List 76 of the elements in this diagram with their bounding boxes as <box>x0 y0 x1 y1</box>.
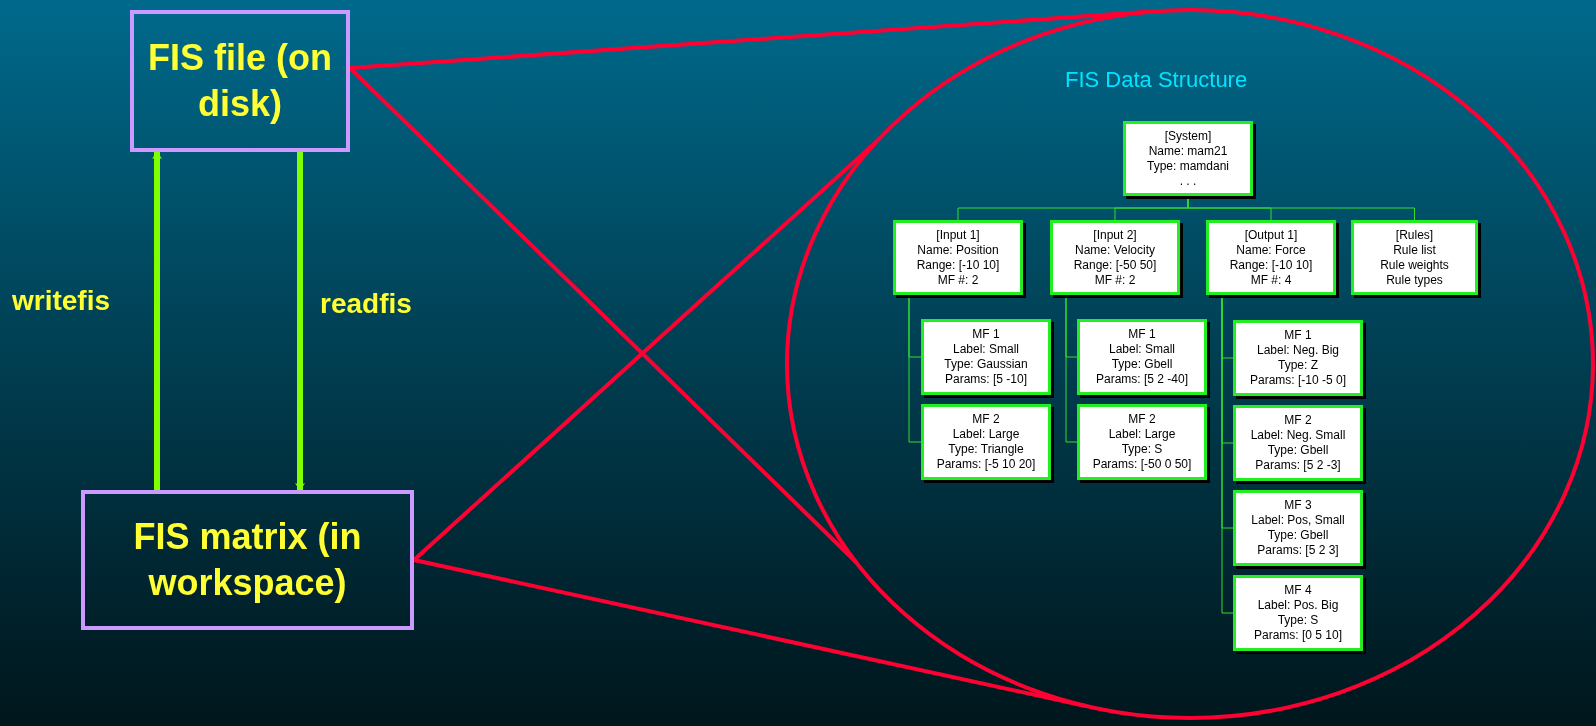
box-text: Name: Velocity <box>1074 242 1155 258</box>
box-text: MF 2 <box>972 412 1000 427</box>
box-text: Label: Large <box>952 427 1020 442</box>
box-text: [Input 2] <box>1093 227 1137 243</box>
tree-box <box>921 404 1051 480</box>
tree-box <box>1233 490 1363 566</box>
tree-box <box>893 220 1023 295</box>
box-text: MF #: 4 <box>1250 272 1292 288</box>
box-title: FIS matrix (in workspace) <box>132 515 363 605</box>
box-text: Name: Position <box>917 242 999 258</box>
zoom-ellipse <box>785 8 1595 720</box>
box-text: Type: S <box>1277 613 1319 628</box>
box-text: Rule types <box>1386 272 1443 288</box>
box-text: Label: Small <box>952 342 1019 357</box>
box-text: MF 1 <box>1128 327 1156 342</box>
box-text: Type: S <box>1121 442 1163 457</box>
tree-box <box>1077 319 1207 395</box>
box-text: Type: Z <box>1278 358 1318 373</box>
box-text: Range: [-10 10] <box>916 257 1000 273</box>
arrow <box>152 151 162 490</box>
box-text: [Rules] <box>1395 227 1434 243</box>
box-text: MF 1 <box>1284 328 1312 343</box>
tree-box <box>1233 405 1363 481</box>
box-text: MF 4 <box>1284 583 1312 598</box>
box-text: [Output 1] <box>1244 227 1298 243</box>
box-text: MF #: 2 <box>1094 272 1136 288</box>
tree-box <box>1233 320 1363 396</box>
box-text: Name: Force <box>1236 242 1306 258</box>
box-text: [System] <box>1164 128 1212 144</box>
arrow <box>295 152 305 491</box>
box-text: Params: [5 2 -3] <box>1255 458 1341 473</box>
box-text: Range: [-10 10] <box>1229 257 1313 273</box>
box-text: Params: [5 2 3] <box>1257 543 1339 558</box>
tree-box <box>1233 575 1363 651</box>
box-text: Type: mamdani <box>1146 158 1229 174</box>
box-text: Params: [5 2 -40] <box>1095 372 1188 387</box>
box-text: MF 2 <box>1128 412 1156 427</box>
process-box <box>81 490 414 630</box>
heading: FIS Data Structure <box>1065 66 1248 94</box>
box-text: Params: [5 -10] <box>945 372 1027 387</box>
box-text: Label: Pos. Big <box>1257 598 1339 613</box>
box-text: Type: Gbell <box>1267 443 1329 458</box>
box-text: Range: [-50 50] <box>1073 257 1157 273</box>
tree-box <box>1123 121 1253 196</box>
box-text: MF 1 <box>972 327 1000 342</box>
box-text: Label: Neg. Big <box>1256 343 1340 358</box>
box-text: MF #: 2 <box>937 272 979 288</box>
tree-box <box>1206 220 1336 295</box>
box-text: . . . <box>1179 173 1197 189</box>
tree-box <box>1050 220 1180 295</box>
box-text: Params: [-50 0 50] <box>1092 457 1192 472</box>
zoom-line <box>413 558 1087 708</box>
box-text: MF 3 <box>1284 498 1312 513</box>
box-text: Label: Small <box>1108 342 1175 357</box>
box-text: Type: Triangle <box>948 442 1024 457</box>
box-text: Rule list <box>1393 242 1436 258</box>
box-text: Type: Gbell <box>1111 357 1173 372</box>
tree-box <box>1077 404 1207 480</box>
box-text: Name: mam21 <box>1148 143 1228 159</box>
edge-label: writefis <box>12 284 111 318</box>
edge-label: readfis <box>320 287 412 321</box>
box-text: Params: [0 5 10] <box>1253 628 1342 643</box>
box-text: Params: [-5 10 20] <box>936 457 1036 472</box>
box-text: MF 2 <box>1284 413 1312 428</box>
box-text: Params: [-10 -5 0] <box>1249 373 1346 388</box>
box-text: Label: Neg. Small <box>1250 428 1346 443</box>
box-text: Label: Pos, Small <box>1251 513 1345 528</box>
tree-box <box>921 319 1051 395</box>
box-text: Type: Gaussian <box>944 357 1028 372</box>
box-title: FIS file (on disk) <box>147 36 333 126</box>
box-text: Type: Gbell <box>1267 528 1329 543</box>
tree-box <box>1351 220 1478 295</box>
box-text: Rule weights <box>1380 257 1449 273</box>
process-box <box>130 10 350 152</box>
box-text: [Input 1] <box>936 227 980 243</box>
box-text: Label: Large <box>1108 427 1176 442</box>
